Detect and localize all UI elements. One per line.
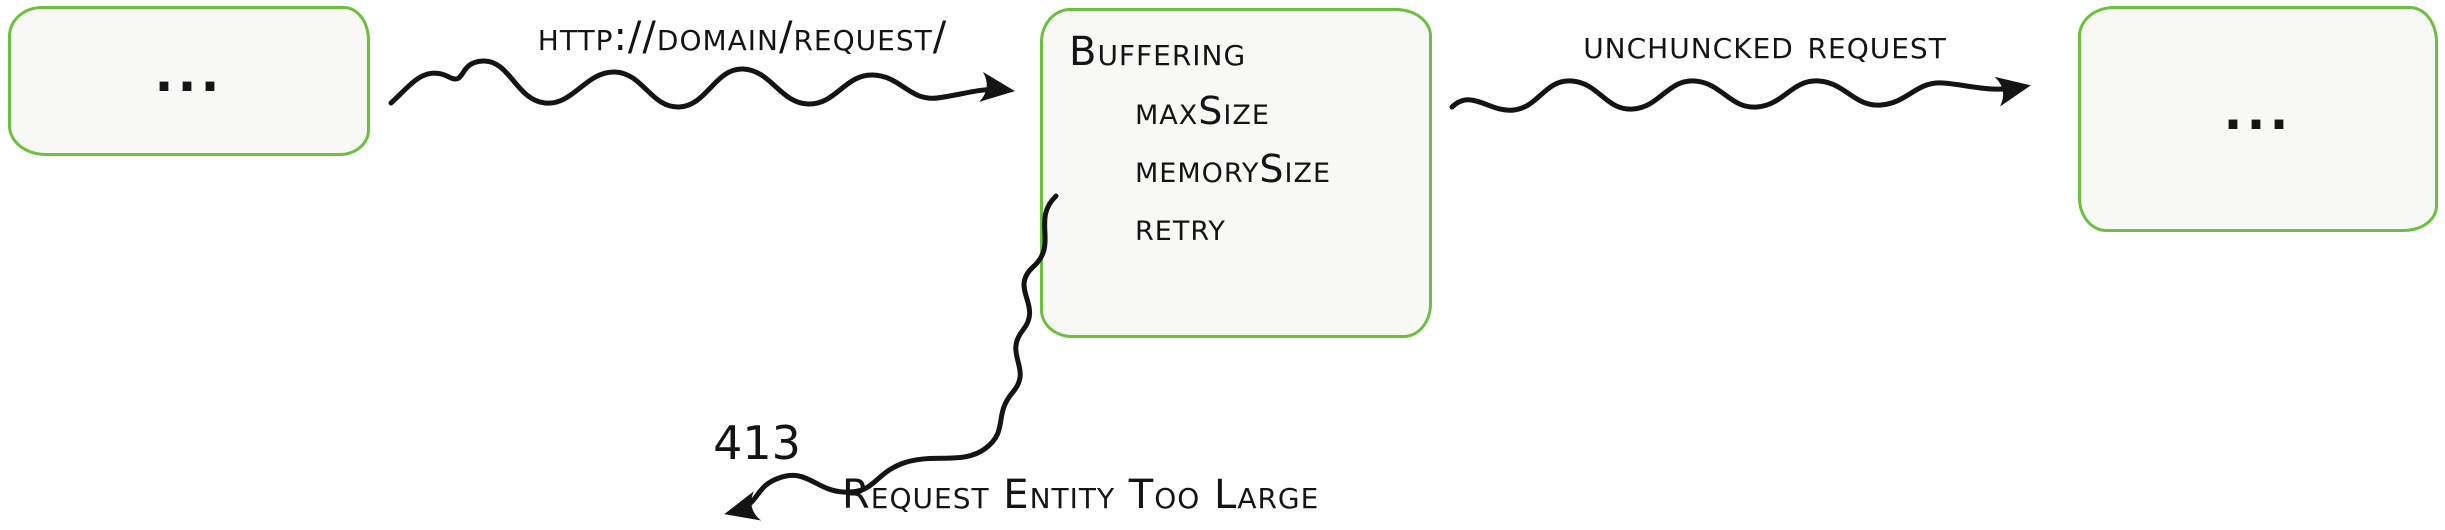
error-message-label: Request Entity Too Large xyxy=(842,472,1320,518)
request-arrow xyxy=(388,58,1015,110)
request-url-label: http://domain/request/ xyxy=(537,14,948,60)
buffering-option-retry: retry xyxy=(1135,205,1226,249)
right-node-box: ... xyxy=(2078,6,2438,232)
right-node-label: ... xyxy=(2223,83,2293,141)
buffering-option-memorysize: memorySize xyxy=(1135,147,1332,191)
left-node-box: ... xyxy=(8,6,370,156)
unchuncked-request-label: unchuncked request xyxy=(1583,22,1947,68)
unchuncked-request-arrow xyxy=(1449,76,2031,113)
error-code-label: 413 xyxy=(713,416,801,470)
buffering-title: Buffering xyxy=(1069,29,1247,75)
buffering-option-maxsize: maxSize xyxy=(1135,89,1270,133)
buffering-node-box: Buffering maxSize memorySize retry xyxy=(1040,8,1432,338)
left-node-label: ... xyxy=(154,45,224,103)
